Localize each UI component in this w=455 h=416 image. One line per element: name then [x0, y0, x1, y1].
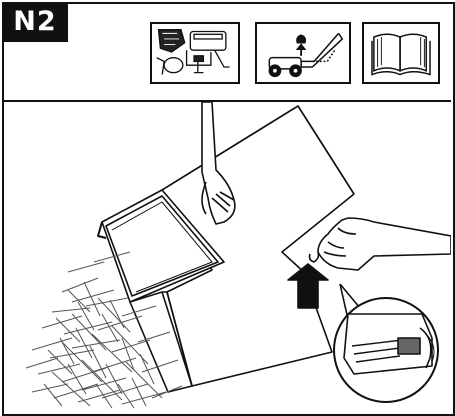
mower-bag-drawing — [257, 24, 349, 82]
header-bar: N2 — [2, 2, 451, 102]
empty-grass-catcher-illustration — [2, 102, 451, 412]
manual-book-icon — [362, 22, 440, 84]
mower-bag-icon — [255, 22, 351, 84]
step-badge: N2 — [2, 2, 68, 42]
grass-catcher-drawing — [2, 102, 451, 412]
engine-detail-drawing — [152, 24, 238, 82]
engine-detail-icon — [150, 22, 240, 84]
manual-book-drawing — [364, 24, 438, 82]
